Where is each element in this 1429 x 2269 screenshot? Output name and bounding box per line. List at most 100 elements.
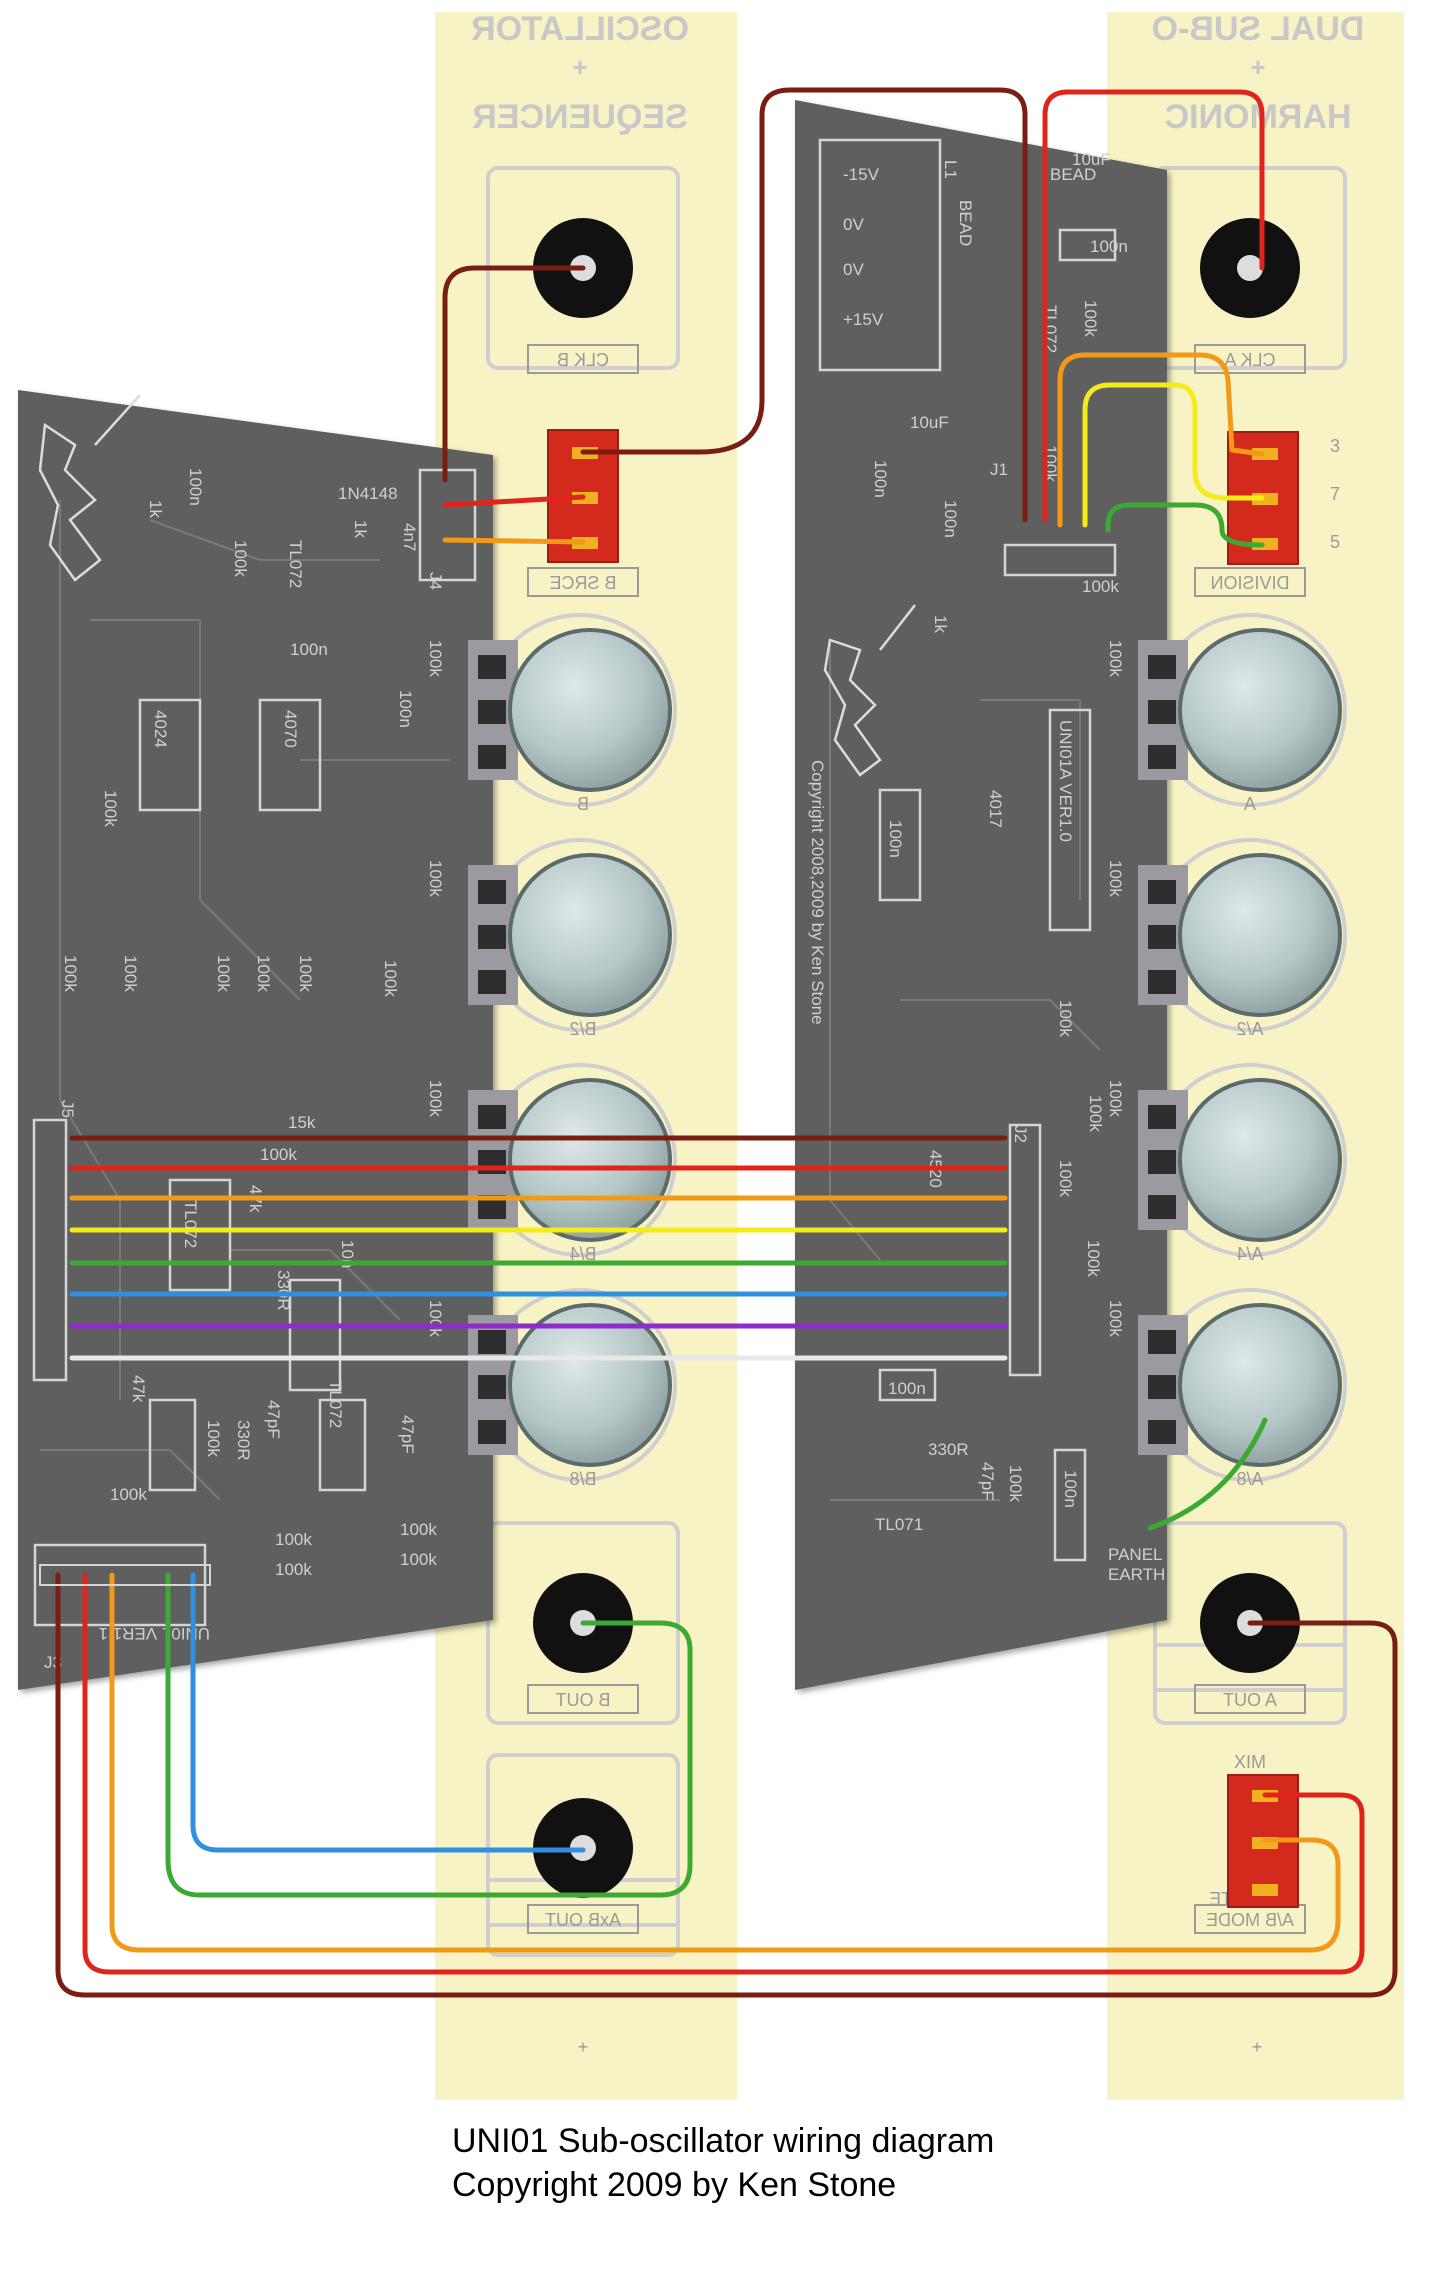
label-j1: J1 [990, 460, 1008, 479]
label-100k-d: 100k [121, 955, 140, 992]
panel-left-title-1: OSCILLATOR [471, 10, 689, 48]
label-pos15v: +15V [843, 310, 884, 329]
pot-label-a: A [1244, 794, 1256, 814]
label-100k-l: 100k [1106, 1300, 1125, 1337]
pot-a [1138, 628, 1342, 792]
panel-right-titles: DUAL SUB-O + HARMONIC [1152, 10, 1365, 136]
panel-left-bottom-plus: + [578, 2037, 589, 2057]
division-label: DIVISION [1210, 573, 1289, 593]
pot-a4 [1138, 1078, 1342, 1242]
unicorn-logo-left [38, 394, 141, 582]
label-100k-g: 100k [1084, 1240, 1103, 1277]
pcb-left [18, 390, 493, 1690]
label-330r: 330R [928, 1440, 969, 1459]
label-47pf-a: 47pF [264, 1400, 283, 1439]
pcb-right-labels: -15V 0V 0V +15V BEAD BEAD L1 10uF 10uF 1… [808, 150, 1165, 1584]
label-100k-p: 100k [275, 1560, 312, 1579]
label-tl071: TL071 [875, 1515, 923, 1534]
clk-a-label: CLK A [1224, 350, 1275, 370]
hookup-wires [55, 87, 1398, 1998]
panel-left-title-2: SEQUENCER [472, 98, 687, 136]
wire-j3-blue [190, 1572, 586, 1853]
label-47pf-b: 47pF [398, 1415, 417, 1454]
label-4017: 4017 [986, 790, 1005, 828]
label-1n4148: 1N4148 [338, 484, 398, 503]
label-100k-e: 100k [1056, 1160, 1075, 1197]
jack-clk-a [1200, 218, 1300, 318]
label-1k-b: 1k [351, 520, 370, 538]
label-l1: L1 [941, 160, 960, 179]
label-bead-b: BEAD [1050, 165, 1096, 184]
wire-panel-earth [1147, 1417, 1268, 1531]
label-100k-s: 100k [204, 1420, 223, 1457]
wire-srce-to-j1 [580, 87, 1028, 523]
label-ic-4024: 4024 [151, 710, 170, 748]
ribbon-cable [69, 1135, 1008, 1361]
division-number-5: 5 [1330, 532, 1340, 552]
label-330r-a: 330R [274, 1270, 293, 1311]
label-uni01a-version: UNI01A VER1.0 [1056, 720, 1075, 842]
wire-clk-b [442, 265, 586, 483]
label-47pf: 47pF [978, 1462, 997, 1501]
label-100k-f: 100k [254, 955, 273, 992]
connector-j3 [39, 1564, 211, 1586]
label-uni01-version: UNI01 VER1.1 [99, 1624, 211, 1643]
pot-label-b4: B/4 [569, 1244, 596, 1264]
label-100k-b: 100k [101, 790, 120, 827]
wire-j3-orange [109, 1572, 1341, 1953]
pcb-left-labels: 1N4148 J4 J3 J5 TL072 4024 4070 TL072 TL… [44, 468, 445, 1672]
wire-j1-division-yellow [1082, 382, 1265, 528]
jacks [533, 218, 1300, 1898]
unicorn-logo-right [823, 604, 916, 777]
clk-b-label: CLK B [557, 350, 609, 370]
label-100k-c: 100k [61, 955, 80, 992]
pot-label-a4: A/4 [1236, 1244, 1263, 1264]
label-330r-b: 330R [234, 1420, 253, 1461]
b-out-label: B OUT [555, 1690, 610, 1710]
pot-b [468, 628, 672, 792]
label-100k-r: 100k [400, 1550, 437, 1569]
wire-j3-green [165, 1572, 693, 1898]
label-100k-o: 100k [275, 1530, 312, 1549]
label-100k-c: 100k [1081, 300, 1100, 337]
label-100k-n: 100k [110, 1485, 147, 1504]
label-100k-i: 100k [1106, 640, 1125, 677]
label-100k-e: 100k [214, 955, 233, 992]
label-0v-a: 0V [843, 215, 864, 234]
label-earth: EARTH [1108, 1565, 1165, 1584]
label-10uf-b: 10uF [910, 413, 949, 432]
label-100k-h: 100k [1006, 1465, 1025, 1502]
label-100n-d: 100n [886, 820, 905, 858]
left-jack-labels: CLK B B SRCE B OUT AxB OUT [545, 350, 621, 1930]
wire-j1-clk-a [1042, 89, 1265, 523]
mix-label: MIX [1234, 1752, 1266, 1772]
axb-out-label: AxB OUT [545, 1910, 621, 1930]
pot-label-b8: B/8 [569, 1469, 596, 1489]
label-100k-h: 100k [381, 960, 400, 997]
pot-a2 [1138, 853, 1342, 1017]
label-j4: J4 [426, 572, 445, 590]
label-100n-a: 100n [186, 468, 205, 506]
caption-title: UNI01 Sub-oscillator wiring diagram [452, 2122, 995, 2160]
label-100k-j: 100k [1106, 860, 1125, 897]
label-neg15v: -15V [843, 165, 880, 184]
label-100k-j: 100k [426, 860, 445, 897]
label-bead-a: BEAD [956, 200, 975, 246]
label-100n-f: 100n [1061, 1470, 1080, 1508]
label-100n-c: 100n [396, 690, 415, 728]
division-number-3: 3 [1330, 436, 1340, 456]
panel-right-plus: + [1250, 52, 1265, 82]
wire-j4-red [442, 494, 586, 508]
label-100k-a: 100k [231, 540, 250, 577]
potentiometers [468, 628, 1342, 1467]
label-100k-k: 100k [1106, 1080, 1125, 1117]
division-number-7: 7 [1330, 484, 1340, 504]
pcb-right-silk-outlines [818, 138, 1117, 1562]
label-ic-tl072-a: TL072 [286, 540, 305, 588]
label-100k-l: 100k [426, 1300, 445, 1337]
wire-j3-red [82, 1572, 1365, 1975]
pot-a8 [1138, 1303, 1342, 1467]
label-ic-tl072-b: TL072 [181, 1200, 200, 1248]
caption-copyright: Copyright 2009 by Ken Stone [452, 2166, 897, 2204]
